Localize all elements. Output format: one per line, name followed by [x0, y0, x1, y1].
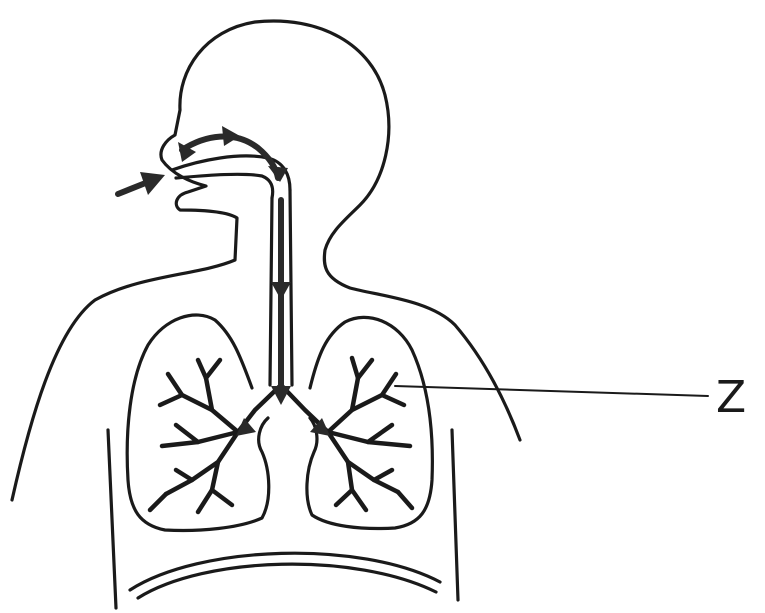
right-lung-outline	[307, 317, 432, 528]
label-z: Z	[716, 372, 746, 423]
chest-wall-left	[108, 430, 116, 608]
trachea-left-wall	[270, 198, 272, 385]
diaphragm	[130, 553, 440, 590]
diaphragm-inner	[138, 564, 436, 598]
airflow-inhale-line	[118, 182, 148, 194]
body-outline	[12, 21, 520, 500]
trachea-right-wall	[290, 190, 292, 385]
left-bronchioles	[150, 360, 238, 512]
chest-wall-right	[452, 430, 458, 600]
airflow-arrowhead	[271, 282, 291, 300]
label-z-leader-line	[395, 386, 708, 396]
airflow-arrowhead	[236, 418, 256, 436]
airflow-arrowhead	[222, 126, 240, 146]
nasal-passage-outline	[176, 174, 273, 198]
right-bronchioles	[328, 358, 412, 510]
